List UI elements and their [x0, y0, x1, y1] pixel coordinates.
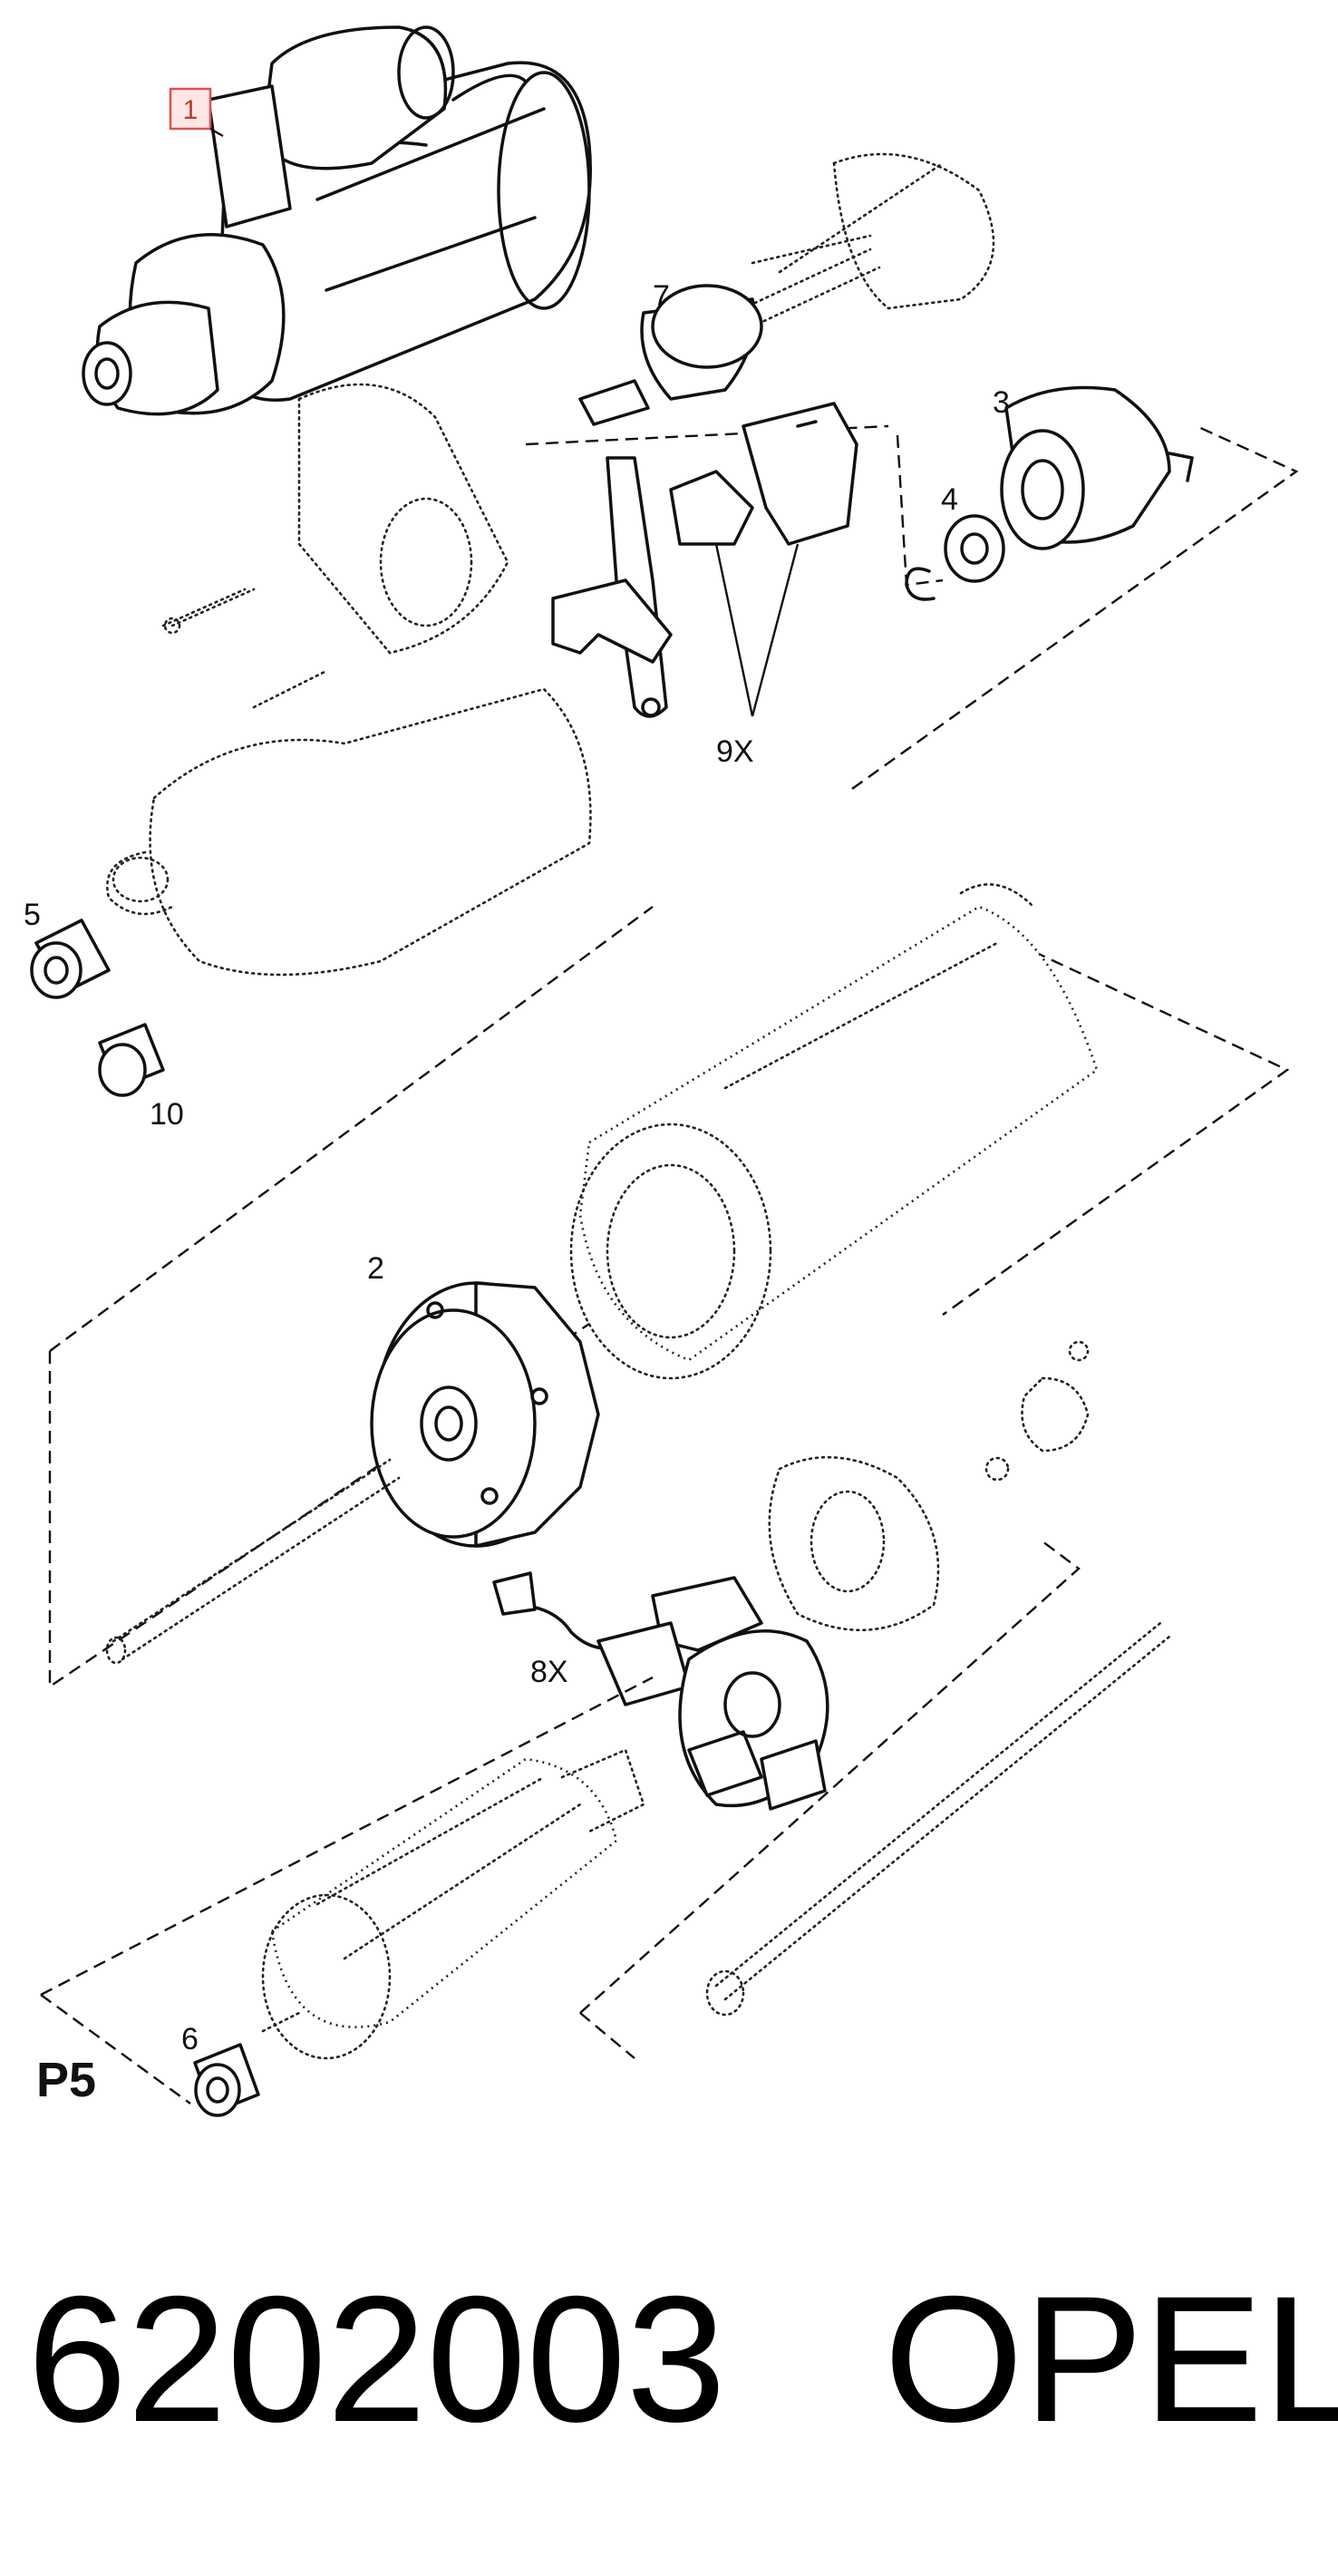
callout-1-highlight[interactable]: 1	[169, 87, 212, 131]
callout-8x: 8X	[530, 1655, 568, 1689]
part-5-bushing[interactable]	[30, 919, 111, 999]
leader-9x-a	[714, 543, 754, 717]
callout-3: 3	[993, 385, 1010, 420]
leader-1	[209, 127, 224, 138]
leader-9x-b	[751, 543, 800, 717]
part-2-end-cover[interactable]	[370, 1281, 600, 1548]
ghost-armature	[261, 1748, 645, 2060]
ghost-starter-housing	[106, 152, 995, 977]
callout-1: 1	[183, 95, 199, 125]
callout-6: 6	[181, 2022, 199, 2056]
callout-4: 4	[941, 482, 958, 517]
part-10-bushing[interactable]	[98, 1023, 165, 1097]
ghost-solenoid-rod	[742, 248, 881, 328]
frame-lines-lower	[40, 1541, 1081, 2105]
callout-5: 5	[24, 898, 41, 932]
brand-name: OPEL	[884, 2259, 1338, 2459]
ghost-shaft	[105, 1458, 401, 1665]
part-7-solenoid-plunger[interactable]	[578, 284, 763, 426]
ghost-bearing-plate	[768, 1340, 1090, 1632]
part-8x-brush-holder[interactable]	[492, 1571, 829, 1811]
part-starter-motor-assembly[interactable]	[82, 25, 592, 416]
callout-2: 2	[367, 1251, 384, 1286]
callout-7: 7	[653, 279, 670, 314]
ghost-bolt	[163, 588, 256, 635]
part-4-ring[interactable]	[944, 514, 1005, 583]
part-3-pinion-drive[interactable]	[1000, 385, 1194, 550]
callout-9x: 9X	[716, 734, 754, 769]
page-label: P5	[36, 2053, 96, 2107]
ghost-field-frame	[569, 883, 1099, 1380]
part-number: 6202003	[27, 2259, 726, 2459]
part-circlip[interactable]	[905, 567, 936, 601]
part-6-bushing[interactable]	[193, 2043, 260, 2117]
ghost-through-bolt	[705, 1621, 1171, 2017]
callout-10: 10	[150, 1097, 184, 1132]
part-shift-fork[interactable]	[551, 456, 673, 718]
part-9x-connector-set[interactable]	[669, 402, 858, 546]
